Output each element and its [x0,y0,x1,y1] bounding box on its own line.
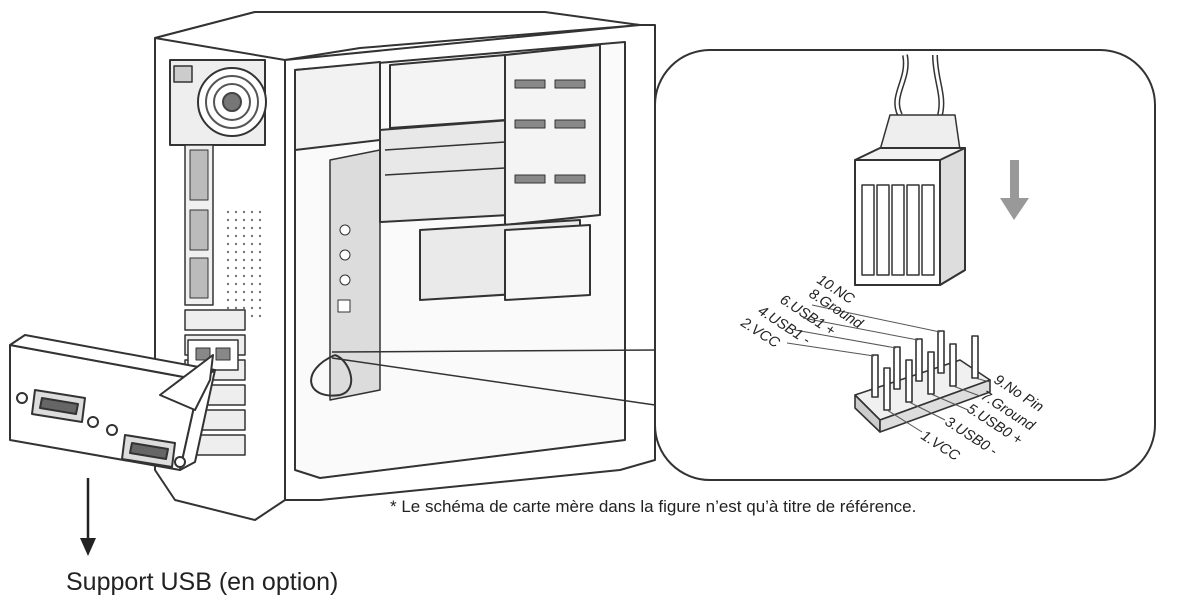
usb-header-connector-icon [854,54,966,286]
usb-bracket-icon [9,334,216,471]
usb-bracket-caption: Support USB (en option) [66,568,339,596]
zoom-line-bottom [331,357,656,406]
down-arrow-icon [80,478,96,556]
reference-note: * Le schéma de carte mère dans la figure… [390,497,917,516]
zoom-line-top [331,349,656,353]
insertion-arrow-icon [1000,160,1029,220]
pc-case-icon [154,11,656,521]
pin-header-icon [786,304,991,433]
